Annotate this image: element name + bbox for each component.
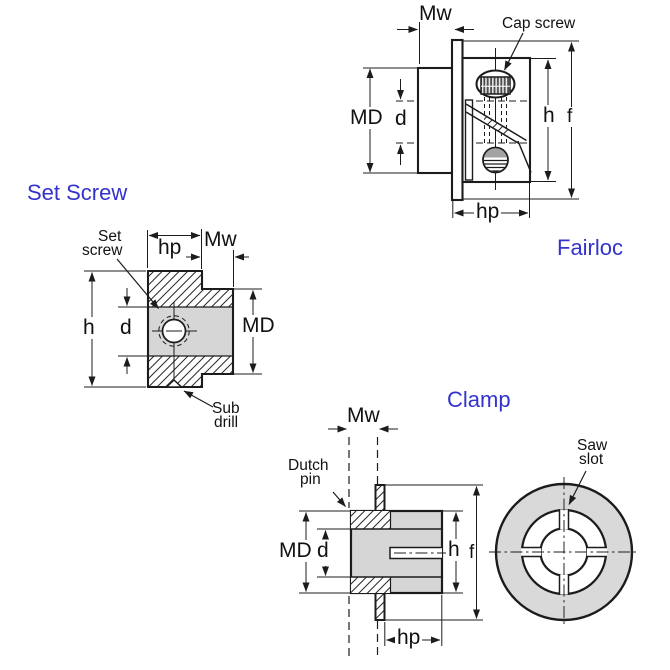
fairloc-slit: [465, 103, 532, 173]
dutch-pin-label-line2: pin: [300, 471, 321, 488]
fairloc-screw-hole: [482, 146, 509, 174]
set-screw-hatch-top: [148, 271, 233, 307]
sub-drill-notch: [164, 378, 184, 388]
set-screw-side-view: [84, 229, 262, 408]
set-screw-hatch-bottom: [148, 356, 233, 387]
fairloc-flange: [450, 38, 464, 202]
set-screw-h-label: h: [81, 316, 97, 340]
clamp-shaft-hidden: [348, 437, 379, 658]
fairloc-relief-groove: [464, 99, 474, 181]
clamp-front-view: [489, 470, 639, 627]
clamp-mw-label: Mw: [347, 404, 380, 427]
fairloc-hp-label: hp: [474, 200, 502, 224]
set-screw-hp-label: hp: [158, 236, 182, 259]
dutch-pin-hatch-top: [351, 511, 391, 529]
set-screw-leader-line: [116, 258, 159, 309]
fairloc-hub: [416, 66, 455, 175]
clamp-h-label: h: [446, 538, 462, 562]
clamp-title: Clamp: [447, 387, 511, 412]
set-screw-callout-line2: screw: [82, 242, 123, 259]
cap-screw-knurled-head: [480, 76, 511, 95]
clamp-slot: [389, 546, 448, 560]
fairloc-h-label: h: [541, 104, 557, 128]
fairloc-title: Fairloc: [557, 235, 624, 260]
sub-drill-label-line2: drill: [214, 414, 239, 431]
fairloc-dim-mw: [397, 22, 474, 64]
saw-slot-left: [521, 546, 542, 558]
saw-slot-label-line1: Saw: [577, 437, 608, 454]
saw-slot-label-line2: slot: [579, 451, 604, 468]
sub-drill-label-line1: Sub: [212, 400, 240, 417]
set-screw-mw-label: Mw: [204, 228, 237, 251]
set-screw-dim-d: [118, 288, 147, 374]
fairloc-f-label: f: [565, 106, 575, 127]
fairloc-side-view: [363, 22, 579, 218]
fairloc-md-label: MD: [348, 106, 385, 130]
clamp-f-label: f: [467, 542, 477, 563]
clamp-dim-f: [385, 484, 483, 621]
clamp-md-label: MD: [277, 539, 314, 563]
saw-slot-top: [558, 509, 570, 530]
set-screw-md-label: MD: [240, 314, 277, 338]
fairloc-d-label: d: [395, 107, 407, 130]
set-screw-d-label: d: [120, 316, 132, 339]
dutch-pin-hatch-bottom: [351, 577, 391, 593]
set-screw-dim-mw: [186, 250, 249, 287]
clamp-side-view: [299, 425, 483, 658]
set-screw-callout-line1: Set: [98, 228, 122, 245]
fairloc-mw-label: Mw: [419, 2, 452, 25]
set-screw-hole: [152, 302, 197, 383]
set-screw-dim-hp: [147, 229, 202, 269]
clamp-hp-label: hp: [395, 626, 423, 650]
dutch-pin-leader-line: [332, 491, 346, 507]
set-screw-title: Set Screw: [27, 180, 128, 205]
clamp-d-label: d: [317, 539, 329, 562]
clamp-dim-d: [317, 528, 350, 578]
cap-screw-label: Cap screw: [502, 15, 576, 32]
sub-drill-leader-line: [183, 390, 214, 408]
saw-slot-leader-line: [568, 470, 587, 505]
cap-screw-leader-line: [503, 32, 524, 71]
dutch-pin-label-line1: Dutch: [288, 457, 329, 474]
